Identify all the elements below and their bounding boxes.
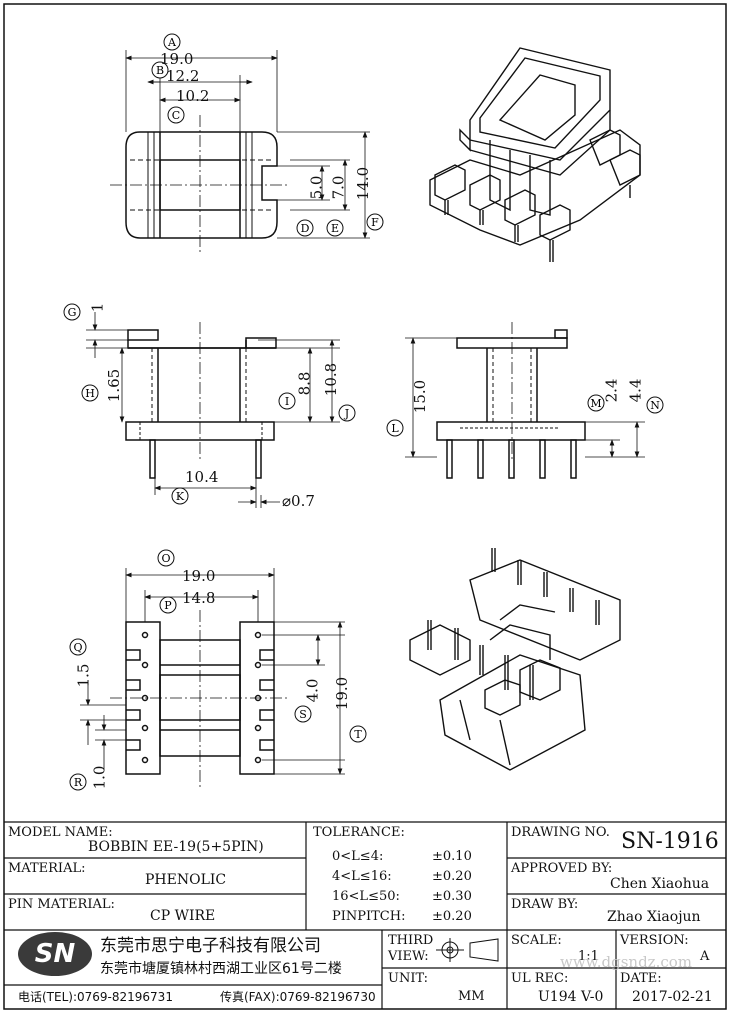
company-fax: 传真(FAX):0769-82196730 <box>220 990 376 1004</box>
callout-k: K <box>176 490 185 503</box>
unit-label: UNIT: <box>388 971 429 986</box>
dim-1-65: 1.65 <box>105 368 124 403</box>
dim-10-4: 10.4 <box>185 468 219 486</box>
version: A <box>700 949 710 964</box>
callout-s: S <box>299 708 307 721</box>
tolerance-label: TOLERANCE: <box>313 825 405 840</box>
callout-c: C <box>172 109 180 122</box>
company-tel: 电话(TEL):0769-82196731 <box>18 990 173 1004</box>
side-view <box>125 322 277 479</box>
model-name: BOBBIN EE-19(5+5PIN) <box>88 839 264 855</box>
third-view-label-1: THIRD <box>388 933 434 948</box>
callout-b: B <box>156 64 164 77</box>
model-name-label: MODEL NAME: <box>8 825 113 840</box>
dim-1-0: 1.0 <box>90 765 109 790</box>
third-angle-symbol <box>436 938 499 962</box>
dim-pin-diameter: ⌀0.7 <box>282 492 315 510</box>
top-view-dimensions <box>125 50 370 239</box>
callout-f: F <box>371 216 379 229</box>
pin-material: CP WIRE <box>150 908 216 924</box>
scale-label: SCALE: <box>511 933 562 948</box>
ul-rec-label: UL REC: <box>511 971 569 986</box>
dimension-callouts <box>63 33 664 791</box>
version-label: VERSION: <box>620 933 689 948</box>
draw-by-label: DRAW BY: <box>511 897 579 912</box>
pin-material-label: PIN MATERIAL: <box>8 897 115 912</box>
date-label: DATE: <box>620 971 662 986</box>
tol-range-3: 16<L≤50: <box>332 889 400 904</box>
iso-view-top <box>429 47 641 262</box>
front-view-dimensions <box>405 337 645 458</box>
sheet-border <box>3 3 727 1010</box>
tol-range-1: 0<L≤4: <box>332 849 384 864</box>
scale: 1:1 <box>578 949 599 964</box>
dim-5-0: 5.0 <box>307 175 326 200</box>
callout-p: P <box>164 599 172 612</box>
callout-d: D <box>301 222 310 235</box>
approved-by-label: APPROVED BY: <box>511 861 613 876</box>
dim-1: 1 <box>88 302 107 313</box>
iso-view-bottom <box>409 548 621 771</box>
callout-j: J <box>344 407 349 420</box>
callout-l: L <box>391 422 399 435</box>
approved-by: Chen Xiaohua <box>610 876 710 892</box>
dim-10-8: 10.8 <box>322 362 341 397</box>
draw-by: Zhao Xiaojun <box>607 909 701 925</box>
callout-t: T <box>354 728 362 741</box>
callout-q: Q <box>73 641 82 654</box>
callout-i: I <box>285 395 289 408</box>
date: 2017-02-21 <box>632 989 713 1005</box>
material-label: MATERIAL: <box>8 861 86 876</box>
drawing-no-label: DRAWING NO. <box>511 825 610 840</box>
dim-1-5: 1.5 <box>74 663 93 688</box>
title-block-grid <box>4 821 726 1009</box>
top-view <box>110 115 290 255</box>
side-view-dimensions <box>86 312 340 508</box>
dim-15-0: 15.0 <box>411 379 430 414</box>
third-view-label-2: VIEW: <box>388 949 429 964</box>
tol-value-1: ±0.10 <box>432 849 472 864</box>
material: PHENOLIC <box>145 872 227 888</box>
callout-r: R <box>74 776 83 789</box>
drawing-no: SN-1916 <box>621 829 719 854</box>
tol-range-2: 4<L≤16: <box>332 869 392 884</box>
tol-value-4: ±0.20 <box>432 909 472 924</box>
front-view <box>436 322 586 479</box>
dim-14-0: 14.0 <box>354 166 373 201</box>
dim-14-8: 14.8 <box>182 589 216 607</box>
tol-range-4: PINPITCH: <box>332 909 406 924</box>
dim-4-0: 4.0 <box>303 678 322 703</box>
dim-19-0-bottom: 19.0 <box>182 567 216 585</box>
unit: MM <box>458 989 485 1004</box>
company-name: 东莞市思宁电子科技有限公司 <box>100 936 321 956</box>
dim-10-2: 10.2 <box>176 87 210 105</box>
dim-12-2: 12.2 <box>166 67 200 85</box>
callout-g: G <box>68 306 77 319</box>
company-address: 东莞市塘厦镇林村西湖工业区61号二楼 <box>100 961 342 977</box>
callout-a: A <box>167 36 177 49</box>
watermark: www.dgsndz.com <box>560 953 692 971</box>
dim-19-0-side: 19.0 <box>333 676 352 711</box>
dim-7-0: 7.0 <box>329 175 348 200</box>
dim-2-4: 2.4 <box>602 378 621 403</box>
tol-value-3: ±0.30 <box>432 889 472 904</box>
dim-4-4: 4.4 <box>626 378 645 403</box>
ul-rec: U194 V-0 <box>538 989 604 1005</box>
dim-19-0-top: 19.0 <box>160 50 194 68</box>
callout-o: O <box>161 552 170 565</box>
callout-m: M <box>590 397 601 410</box>
bottom-view <box>110 610 290 790</box>
callout-e: E <box>331 222 339 235</box>
bottom-view-dimensions <box>80 568 345 775</box>
callout-n: N <box>650 399 660 412</box>
company-logo: SN <box>18 932 92 976</box>
tol-value-2: ±0.20 <box>432 869 472 884</box>
callout-h: H <box>85 387 95 400</box>
dim-8-8: 8.8 <box>295 371 314 396</box>
